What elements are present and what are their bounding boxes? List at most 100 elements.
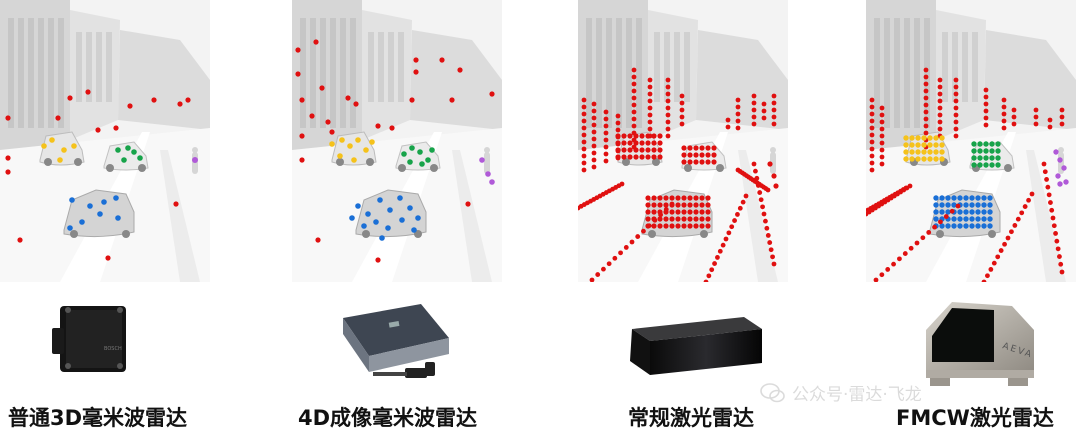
lidar-point-car-small (693, 159, 699, 165)
lidar-point (665, 105, 671, 111)
lidar-point (758, 197, 764, 203)
lidar-point-car-front (975, 216, 981, 222)
lidar-point-car-small (977, 155, 983, 161)
lidar-point (751, 114, 757, 120)
lidar-point-car-left (615, 133, 621, 139)
lidar-point (647, 119, 653, 125)
lidar-point-car-front (945, 223, 951, 229)
lidar-point-car-left (915, 142, 921, 148)
lidar-point-car-front (975, 223, 981, 229)
radar-point-car-front (97, 211, 103, 217)
lidar-point (879, 119, 885, 125)
lidar-point-car-front (939, 202, 945, 208)
lidar-point-car-left (921, 149, 927, 155)
lidar-point-car-front (699, 216, 705, 222)
lidar-point (591, 129, 597, 135)
car-wheel (622, 158, 630, 166)
lidar-point (869, 97, 875, 103)
lidar-point-car-front (945, 202, 951, 208)
lidar-point-car-front (669, 216, 675, 222)
lidar-point-car-small (699, 145, 705, 151)
lidar-point (665, 119, 671, 125)
lidar-point-car-front (981, 202, 987, 208)
lidar-point (991, 260, 997, 266)
building-window-column (972, 32, 978, 102)
lidar-point-car-small (971, 148, 977, 154)
lidar-point-car-front (651, 223, 657, 229)
radar-point-car-left (61, 147, 67, 153)
lidar-point-car-small (971, 155, 977, 161)
lidar-point-car-front (657, 223, 663, 229)
lidar-point-car-front (987, 195, 993, 201)
lidar-point (771, 93, 777, 99)
lidar-point-car-front (693, 209, 699, 215)
lidar-point-car-front (987, 223, 993, 229)
lidar-point (1059, 114, 1065, 120)
lidar-point (768, 247, 774, 253)
lidar-point (658, 212, 663, 218)
lidar-point (1005, 235, 1011, 241)
lidar-point (983, 122, 989, 128)
lidar-point-pedestrian (1055, 173, 1061, 179)
radar-point (85, 89, 91, 95)
lidar-point (1049, 207, 1055, 213)
radar-point (67, 95, 73, 101)
lidar-point-car-front (651, 209, 657, 215)
lidar-point-car-front (933, 202, 939, 208)
lidar-point (998, 248, 1004, 253)
sidewalk-edge (452, 150, 492, 282)
lidar-point-car-small (687, 159, 693, 165)
lidar-point-car-small (705, 159, 711, 165)
lidar-point-car-left (645, 154, 651, 160)
lidar-point (937, 112, 943, 118)
lidar-point (869, 146, 875, 152)
lidar-point-car-small (995, 155, 1001, 161)
radar-point-car-small (115, 147, 121, 153)
lidar-point (1045, 184, 1051, 190)
lidar-point-car-left (651, 133, 657, 139)
lidar-point (923, 88, 929, 94)
lidar-point (725, 124, 731, 130)
radar-point (5, 155, 11, 161)
lidar-point (932, 224, 937, 230)
lidar-point-car-front (963, 209, 969, 215)
lidar-point-car-small (995, 162, 1001, 168)
lidar-point (765, 187, 771, 193)
lidar-point-car-front (699, 195, 705, 201)
lidar-point-car-small (705, 145, 711, 151)
car-wheel (336, 158, 344, 166)
radar-point (17, 237, 23, 243)
lidar-point-car-front (645, 216, 651, 222)
lidar-point-car-left (909, 149, 915, 155)
lidar-point (603, 123, 609, 129)
lidar-point (873, 277, 879, 282)
lidar-point (1026, 197, 1031, 203)
radar-point-car-small (137, 155, 143, 161)
lidar-point-car-front (681, 195, 687, 201)
lidar-point-car-front (969, 195, 975, 201)
lidar-point-car-small (995, 148, 1001, 154)
lidar-point (591, 101, 597, 107)
lidar-point-car-left (903, 149, 909, 155)
lidar-point-car-front (657, 195, 663, 201)
building-window-column (368, 32, 374, 102)
lidar-point (601, 266, 606, 272)
lidar-point (923, 95, 929, 101)
radar-point-car-front (87, 203, 93, 209)
radar-point (127, 103, 133, 109)
lidar-point (1001, 97, 1007, 103)
lidar-point-car-front (663, 223, 669, 229)
lidar-point (751, 107, 757, 113)
lidar-point (712, 261, 717, 266)
lidar-point-car-front (705, 223, 711, 229)
lidar-point-car-left (915, 156, 921, 162)
lidar-point (923, 74, 929, 80)
lidar-point-car-left (657, 133, 663, 139)
lidar-point (869, 167, 875, 173)
lidar-point-car-front (681, 209, 687, 215)
lidar-point (635, 234, 641, 239)
radar-point (177, 101, 183, 107)
pedestrian-shape (1058, 152, 1064, 174)
lidar-point (737, 205, 743, 211)
lidar-point (729, 224, 735, 230)
